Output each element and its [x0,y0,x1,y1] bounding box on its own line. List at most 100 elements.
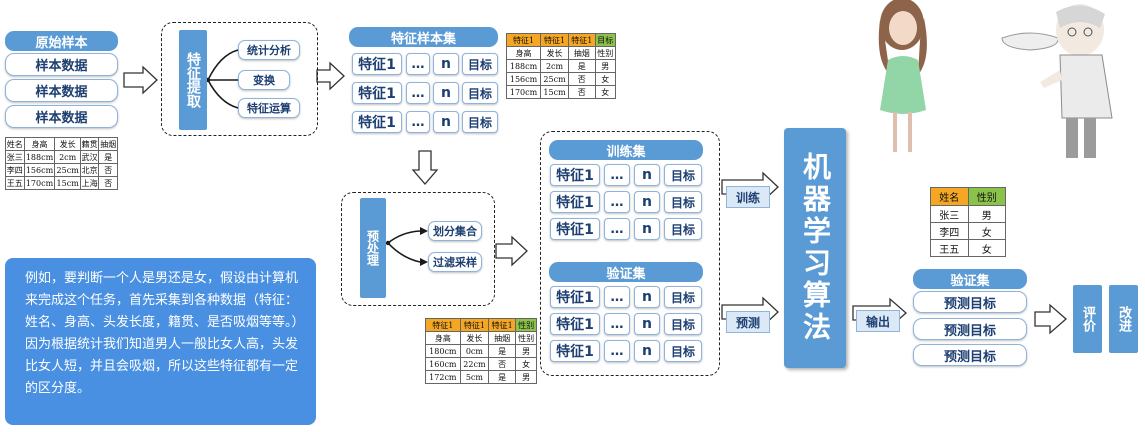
oldman-figure [1001,4,1113,158]
sets-group [540,131,720,376]
raw-sample-item-3: 样本数据 [5,105,118,128]
table-cell: 特征1 [459,318,490,332]
table-cell: 女 [967,222,1006,240]
valid-target-cell: 目标 [664,286,702,308]
table-cell: 男 [515,344,537,358]
table-cell: 女 [594,72,617,86]
table-cell: 王五 [930,239,969,257]
table-cell: 25cm [540,72,569,86]
valid-dots-cell: … [604,286,630,308]
table-row: 姓名身高发长籍贯抽烟 [5,137,118,151]
table-row: 身高发长抽烟性别 [505,46,617,60]
feature-set-header: 特征样本集 [349,27,498,47]
table-cell: 188cm [505,59,542,73]
table-cell: 160cm [425,357,461,371]
train-dots-cell: … [604,164,630,186]
arrow-extract-to-featureset [316,61,345,91]
fs-n-cell: n [433,53,459,75]
evaluate-block: 评价 [1073,285,1102,353]
table-cell: 15cm [54,176,81,190]
arrow-raw-to-extract [123,65,158,95]
table-cell: 172cm [425,370,461,384]
train-set-header: 训练集 [549,140,703,160]
result-table: 姓名性别 张三男 李四女 王五女 [930,187,1006,257]
girl-figure [878,0,927,152]
arrow-preprocess-to-sets [495,235,528,267]
table-cell: 特征1 [488,318,517,332]
table-cell: 上海 [79,176,100,190]
ml-algorithm-block: 机器学习算法 [784,128,846,368]
valid-n-cell: n [634,340,660,362]
feature-extraction-label: 特征提取 [179,30,207,130]
table-cell: 2cm [54,150,81,164]
extraction-group [161,22,318,136]
table-cell: 2cm [540,59,569,73]
preprocess-group [341,192,495,306]
train-label: 训练 [726,186,770,208]
valid-feature-cell: 特征1 [550,286,600,308]
table-cell: 0cm [459,344,490,358]
node-feature-op: 特征运算 [238,98,300,118]
predicted-target-2: 预测目标 [913,318,1027,340]
table-cell: 特征1 [505,33,542,47]
train-feature-cell: 特征1 [550,164,600,186]
fs-target-cell: 目标 [462,53,498,75]
fs-target-cell: 目标 [462,82,498,104]
valid-target-cell: 目标 [664,313,702,335]
table-cell: 抽烟 [488,331,517,345]
table-cell: 否 [98,163,118,177]
fs-dots-cell: … [406,82,430,104]
table-cell: 姓名 [5,137,25,151]
node-transform: 变换 [238,70,290,90]
fs-n-cell: n [433,111,459,133]
fs-n-cell: n [433,82,459,104]
table-cell: 李四 [5,163,25,177]
predicted-target-1: 预测目标 [913,291,1027,313]
table-cell: 发长 [459,331,490,345]
train-n-cell: n [634,191,660,213]
train-target-cell: 目标 [664,164,702,186]
table-cell: 姓名 [930,187,969,206]
table-cell: 籍贯 [79,137,100,151]
train-feature-cell: 特征1 [550,218,600,240]
validation-set-header: 验证集 [549,262,703,282]
node-filter-sample: 过滤采样 [428,252,482,272]
fs-feature-cell: 特征1 [352,82,402,104]
predicted-target-3: 预测目标 [913,344,1027,366]
raw-sample-item-2: 样本数据 [5,79,118,102]
table-cell: 抽烟 [98,137,118,151]
table-cell: 李四 [930,222,969,240]
arrow-to-evaluate [1034,303,1067,335]
table-cell: 否 [98,176,118,190]
table-cell: 22cm [459,357,490,371]
table-cell: 性别 [594,46,617,60]
table-cell: 170cm [505,85,542,99]
table-cell: 否 [568,85,596,99]
table-cell: 特征1 [425,318,461,332]
arrow-featureset-to-preprocess [411,150,439,185]
table-cell: 武汉 [79,150,100,164]
table-cell: 身高 [23,137,56,151]
preprocess-label: 预处理 [360,198,386,298]
valid-feature-cell: 特征1 [550,313,600,335]
valid-n-cell: n [634,286,660,308]
output-label: 输出 [856,310,900,332]
table-cell: 5cm [459,370,490,384]
raw-sample-item-1: 样本数据 [5,53,118,76]
fs-feature-cell: 特征1 [352,111,402,133]
node-stat-analysis: 统计分析 [238,40,300,60]
table-cell: 男 [515,370,537,384]
table-cell: 是 [488,370,517,384]
train-target-cell: 目标 [664,191,702,213]
table-cell: 发长 [540,46,569,60]
